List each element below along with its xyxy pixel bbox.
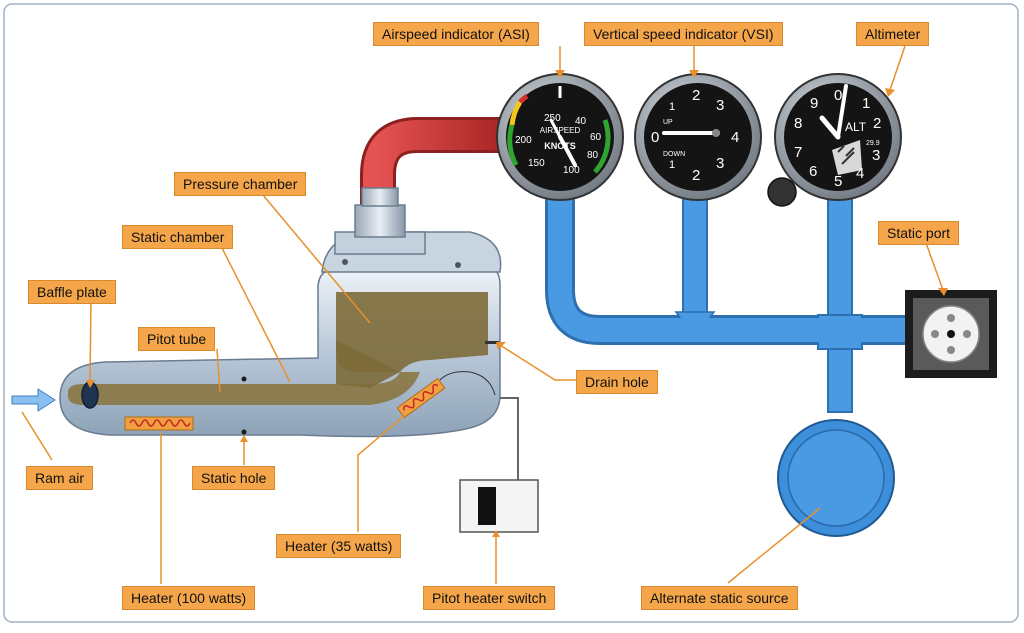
label-heater-35: Heater (35 watts) — [276, 534, 402, 558]
vsi-gauge: 1 2 3 4 0 1 2 3 UP DOWN — [634, 73, 762, 201]
alt-tick-8: 8 — [794, 115, 802, 132]
alt-needle-long — [836, 84, 848, 139]
asi-tick-100: 100 — [563, 165, 580, 176]
leader-arrowheads — [86, 70, 948, 537]
label-heater-100: Heater (100 watts) — [122, 586, 256, 610]
label-alternate-static-source: Alternate static source — [641, 586, 798, 610]
vsi-tick-0: 0 — [651, 129, 659, 146]
label-baffle-plate: Baffle plate — [28, 280, 116, 304]
alt-tick-2: 2 — [873, 115, 881, 132]
label-asi: Airspeed indicator (ASI) — [373, 22, 539, 46]
asi-word-knots: KNOTS — [544, 141, 576, 151]
label-drain-hole: Drain hole — [576, 370, 658, 394]
alt-tick-3: 3 — [872, 147, 880, 164]
asi-tick-200: 200 — [515, 135, 532, 146]
asi-gauge: 250 40 200 60 150 80 100 AIRSPEED KNOTS — [496, 73, 624, 201]
alt-kollsman: 29.9 — [866, 140, 880, 147]
vsi-tick-down-1: 1 — [669, 159, 675, 171]
label-pitot-heater-switch: Pitot heater switch — [423, 586, 556, 610]
label-static-hole: Static hole — [192, 466, 276, 490]
alternate-static-source — [777, 419, 895, 537]
switch-wire — [500, 397, 519, 482]
pitot-tube-assembly — [59, 187, 502, 438]
asi-tick-40: 40 — [575, 116, 587, 127]
asi-word-airspeed: AIRSPEED — [540, 126, 581, 135]
altimeter-gauge: 0 1 2 3 4 5 6 7 8 9 ALT 29.9 — [767, 73, 902, 207]
label-altimeter: Altimeter — [856, 22, 930, 46]
static-port — [905, 290, 997, 378]
alt-needle-short — [819, 115, 841, 140]
asi-tick-80: 80 — [587, 150, 599, 161]
vsi-down-label: DOWN — [663, 151, 685, 158]
pitot-line-inner — [363, 120, 505, 205]
label-vsi: Vertical speed indicator (VSI) — [584, 22, 783, 46]
ram-air-arrow — [11, 388, 56, 412]
asi-tick-60: 60 — [590, 132, 602, 143]
pitot-heater-switch — [459, 479, 539, 533]
vsi-tick-up-2: 2 — [692, 87, 700, 104]
alt-tick-5: 5 — [834, 173, 842, 190]
vsi-up-label: UP — [663, 119, 673, 126]
alt-word: ALT — [845, 120, 867, 134]
asi-tick-250: 250 — [544, 113, 561, 124]
asi-tick-150: 150 — [528, 158, 545, 169]
static-lines — [545, 194, 906, 413]
alt-tick-0: 0 — [834, 87, 842, 104]
alt-tick-9: 9 — [810, 95, 818, 112]
alt-tick-7: 7 — [794, 144, 802, 161]
vsi-tick-up-3: 3 — [716, 97, 724, 114]
asi-needle — [558, 135, 577, 167]
vsi-tick-up-1: 1 — [669, 101, 675, 113]
vsi-tick-down-3: 3 — [716, 155, 724, 172]
label-static-port: Static port — [878, 221, 960, 245]
label-pitot-tube: Pitot tube — [138, 327, 216, 351]
leader-lines — [21, 45, 944, 584]
label-ram-air: Ram air — [26, 466, 94, 490]
alt-tick-1: 1 — [862, 95, 870, 112]
alt-tick-6: 6 — [809, 163, 817, 180]
label-pressure-chamber: Pressure chamber — [174, 172, 307, 196]
label-static-chamber: Static chamber — [122, 225, 234, 249]
vsi-tick-4: 4 — [731, 129, 739, 146]
alt-tick-4: 4 — [856, 165, 864, 182]
vsi-tick-down-2: 2 — [692, 167, 700, 184]
alt-knob — [767, 177, 797, 207]
